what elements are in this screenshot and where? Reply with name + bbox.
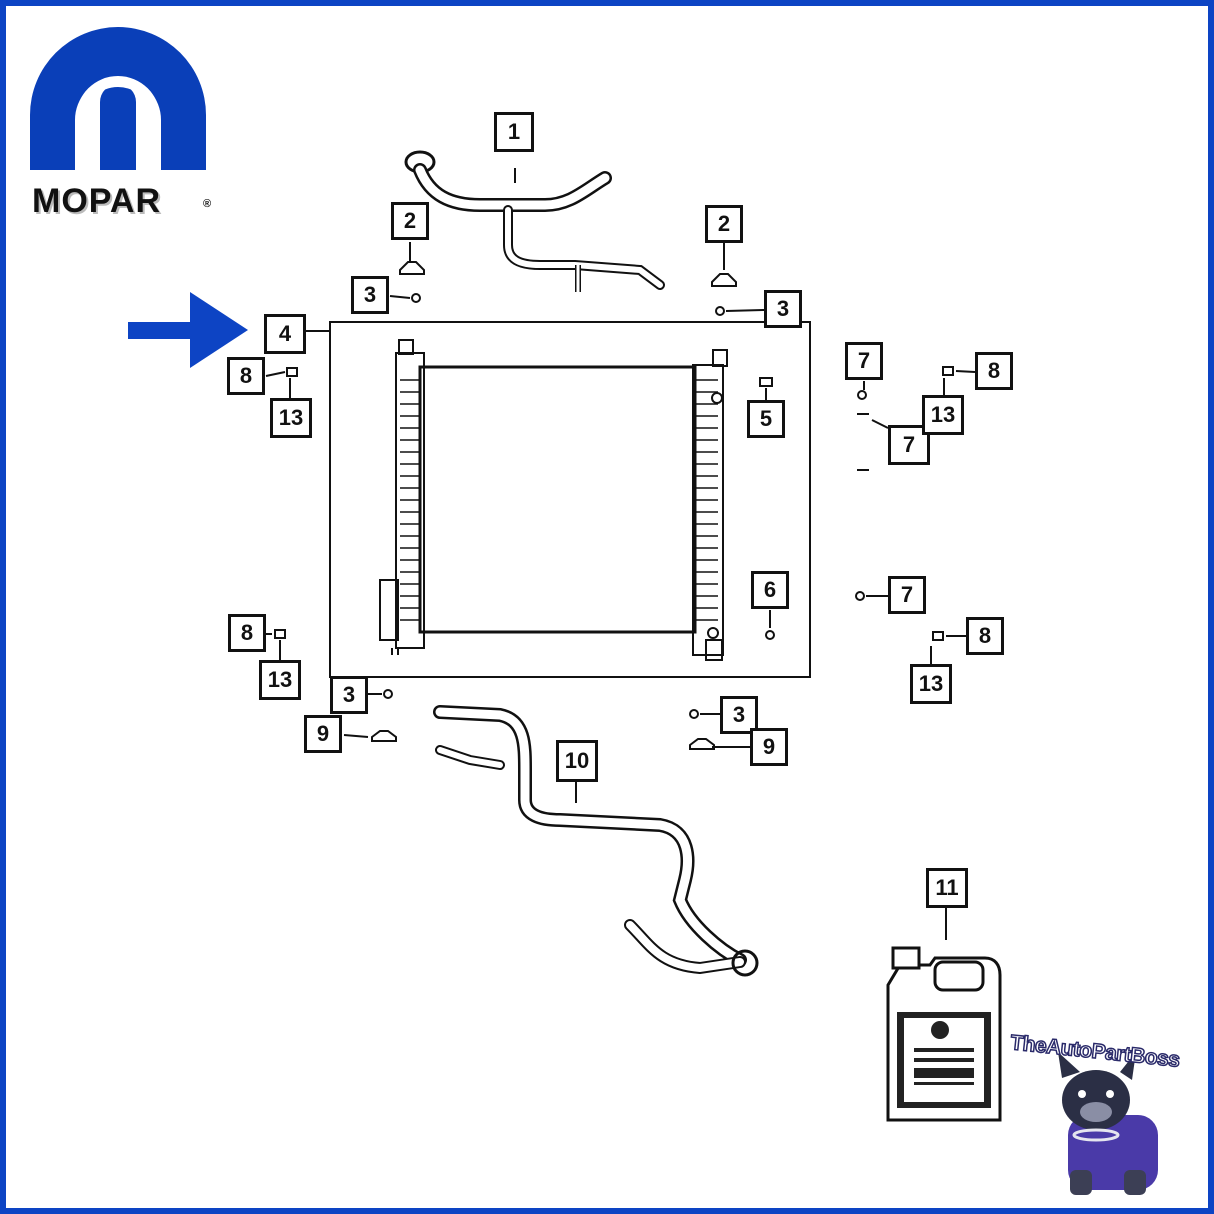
callout-7b[interactable]: 7: [888, 425, 930, 465]
callout-2b[interactable]: 2: [705, 205, 743, 243]
mopar-logo-icon: [30, 27, 206, 170]
upper-radiator-hose: [404, 150, 665, 292]
callout-8a[interactable]: 8: [227, 357, 265, 395]
callout-11[interactable]: 11: [926, 868, 968, 908]
callout-8c[interactable]: 8: [228, 614, 266, 652]
callout-4[interactable]: 4: [264, 314, 306, 354]
bulldog-mascot-icon: [1058, 1052, 1158, 1195]
callout-13a[interactable]: 13: [270, 398, 312, 438]
callout-6[interactable]: 6: [751, 571, 789, 609]
callout-3c[interactable]: 3: [330, 676, 368, 714]
callout-1[interactable]: 1: [494, 112, 534, 152]
hardware-parts: [274, 261, 954, 750]
callout-3a[interactable]: 3: [351, 276, 389, 314]
callout-13b[interactable]: 13: [922, 395, 964, 435]
coolant-jug: [886, 946, 1002, 1122]
callout-7a[interactable]: 7: [845, 342, 883, 380]
callout-13d[interactable]: 13: [910, 664, 952, 704]
callout-7c[interactable]: 7: [888, 576, 926, 614]
callout-9b[interactable]: 9: [750, 728, 788, 766]
callout-13c[interactable]: 13: [259, 660, 301, 700]
callout-3d[interactable]: 3: [720, 696, 758, 734]
highlight-arrow-icon: [128, 292, 248, 368]
mopar-wordmark: MOPAR: [32, 182, 162, 220]
registered-mark: ®: [203, 198, 212, 210]
callout-2a[interactable]: 2: [391, 202, 429, 240]
leader-lines: [265, 242, 976, 940]
callout-9a[interactable]: 9: [304, 715, 342, 753]
callout-8b[interactable]: 8: [975, 352, 1013, 390]
callout-5[interactable]: 5: [747, 400, 785, 438]
lower-radiator-hose: [433, 705, 759, 977]
radiator-assembly: [306, 321, 811, 678]
callout-3b[interactable]: 3: [764, 290, 802, 328]
callout-10[interactable]: 10: [556, 740, 598, 782]
callout-8d[interactable]: 8: [966, 617, 1004, 655]
